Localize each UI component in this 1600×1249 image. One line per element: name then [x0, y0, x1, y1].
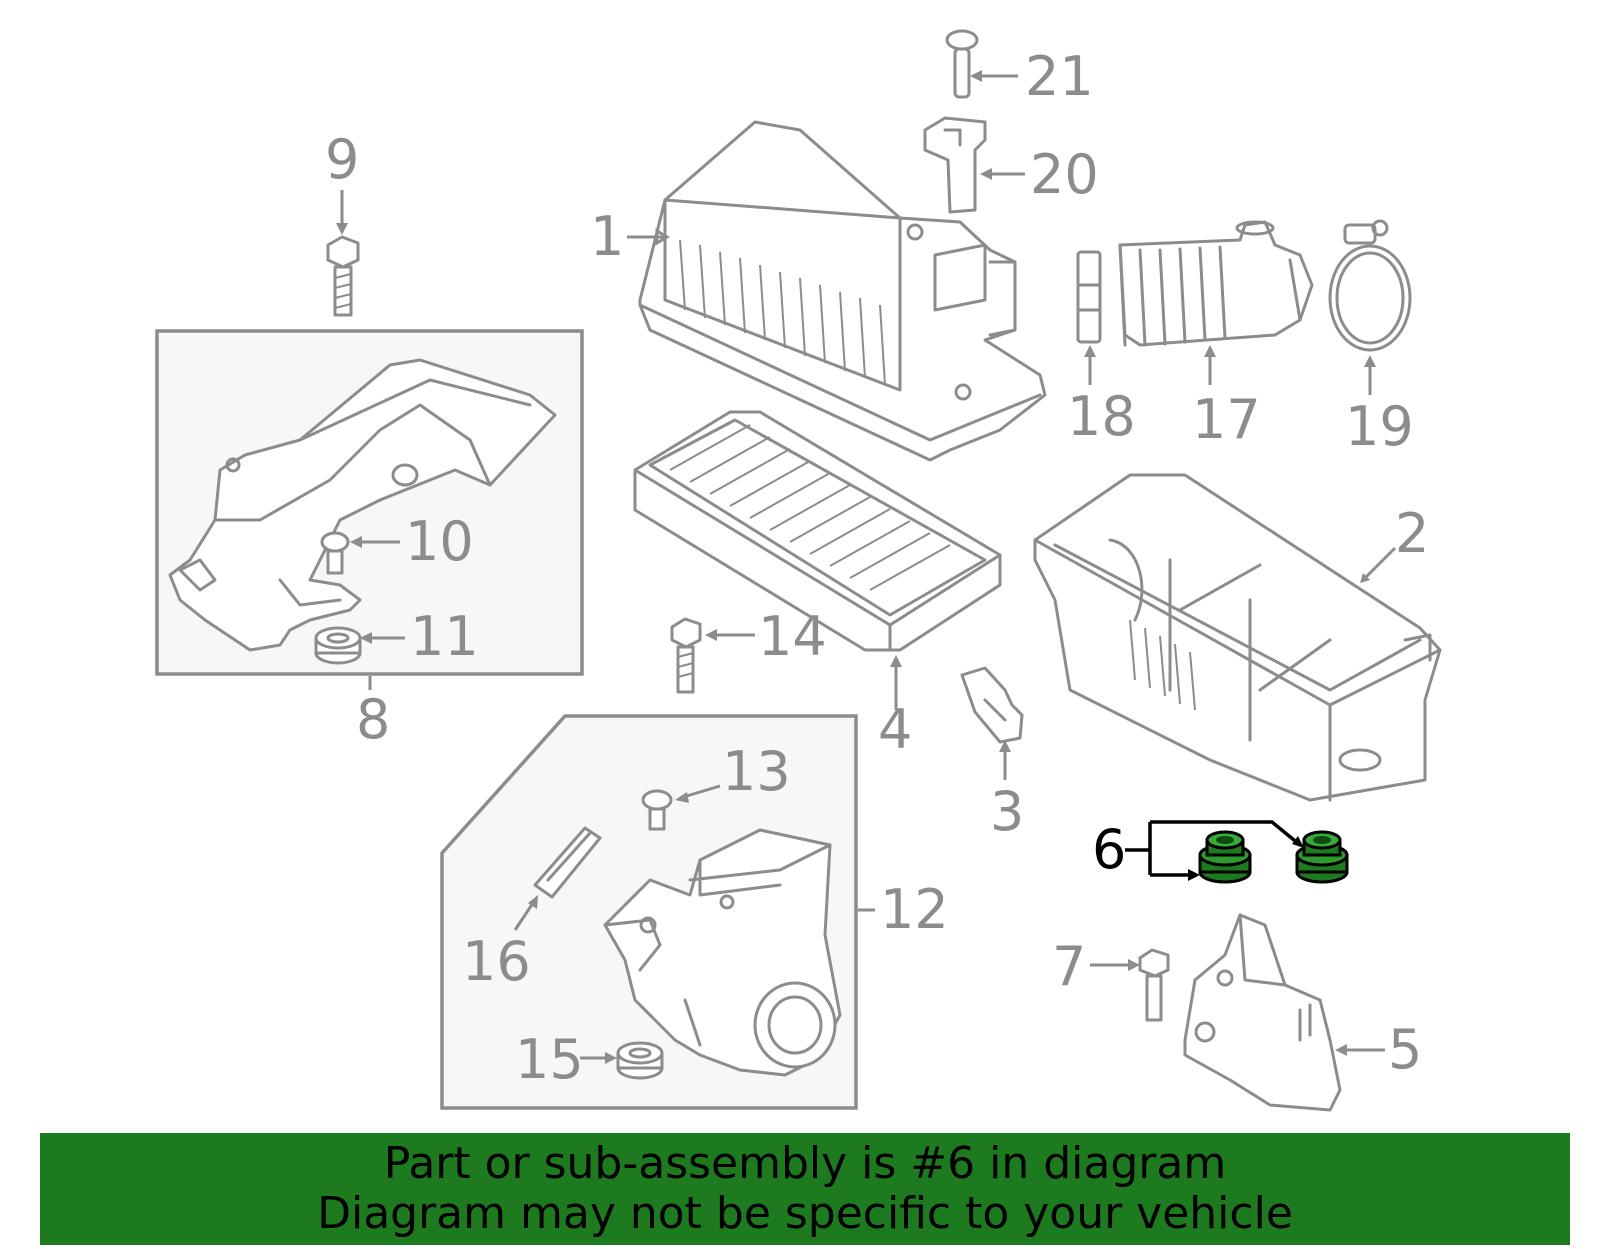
grommet-left[interactable]: [1198, 830, 1252, 884]
callout-13: 13: [722, 740, 791, 803]
callout-10: 10: [405, 510, 474, 573]
info-banner: Part or sub-assembly is #6 in diagram Di…: [40, 1133, 1570, 1245]
callout-5: 5: [1388, 1018, 1422, 1081]
part-9-bolt[interactable]: [326, 235, 360, 317]
part-21-screw[interactable]: [945, 29, 979, 99]
callout-4: 4: [878, 698, 912, 761]
part-13-screw[interactable]: [641, 789, 673, 831]
part-17-intake-hose[interactable]: [1118, 220, 1314, 347]
part-4-filter[interactable]: [633, 410, 1002, 652]
part-15-grommet[interactable]: [616, 1041, 664, 1080]
part-11-grommet[interactable]: [314, 626, 362, 665]
callout-19: 19: [1345, 395, 1414, 458]
part-14-bolt[interactable]: [670, 617, 702, 694]
callout-7: 7: [1052, 935, 1086, 998]
part-12-throttle-body[interactable]: [603, 828, 842, 1077]
part-20-sensor[interactable]: [923, 116, 987, 214]
part-5-bracket[interactable]: [1183, 913, 1342, 1112]
part-6-grommets[interactable]: [1198, 830, 1349, 884]
part-19-hose-clamp[interactable]: [1328, 219, 1412, 352]
callout-16: 16: [462, 930, 531, 993]
callout-17: 17: [1192, 388, 1261, 451]
callout-12: 12: [880, 878, 949, 941]
part-8-air-duct[interactable]: [168, 358, 557, 652]
part-1-upper-cover[interactable]: [638, 120, 1047, 462]
leader-lines: [336, 70, 1397, 1064]
callout-14: 14: [758, 605, 827, 668]
part-18-clamp[interactable]: [1076, 250, 1102, 344]
callout-20: 20: [1030, 143, 1099, 206]
callout-labels: 1 2 3 4 5 6 7 8 9 10 11 12 13 14 15 16 1…: [325, 45, 1429, 1091]
callout-9: 9: [325, 128, 359, 191]
part-7-bolt[interactable]: [1138, 948, 1170, 1022]
callout-11: 11: [410, 605, 479, 668]
part-10-clip[interactable]: [320, 531, 350, 575]
callout-21: 21: [1025, 45, 1094, 108]
callout-8: 8: [356, 688, 390, 751]
part-3-clip[interactable]: [960, 666, 1024, 744]
part-2-lower-box[interactable]: [1033, 473, 1442, 802]
banner-line-disclaimer: Diagram may not be specific to your vehi…: [317, 1188, 1293, 1239]
callout-18: 18: [1067, 385, 1136, 448]
callout-2: 2: [1395, 502, 1429, 565]
part-16-gasket[interactable]: [533, 826, 602, 899]
grommet-right[interactable]: [1295, 830, 1349, 884]
callout-6: 6: [1092, 818, 1126, 881]
banner-line-part-number: Part or sub-assembly is #6 in diagram: [383, 1138, 1227, 1189]
callout-1: 1: [590, 205, 624, 268]
callout-15: 15: [515, 1028, 584, 1091]
callout-3: 3: [990, 780, 1024, 843]
